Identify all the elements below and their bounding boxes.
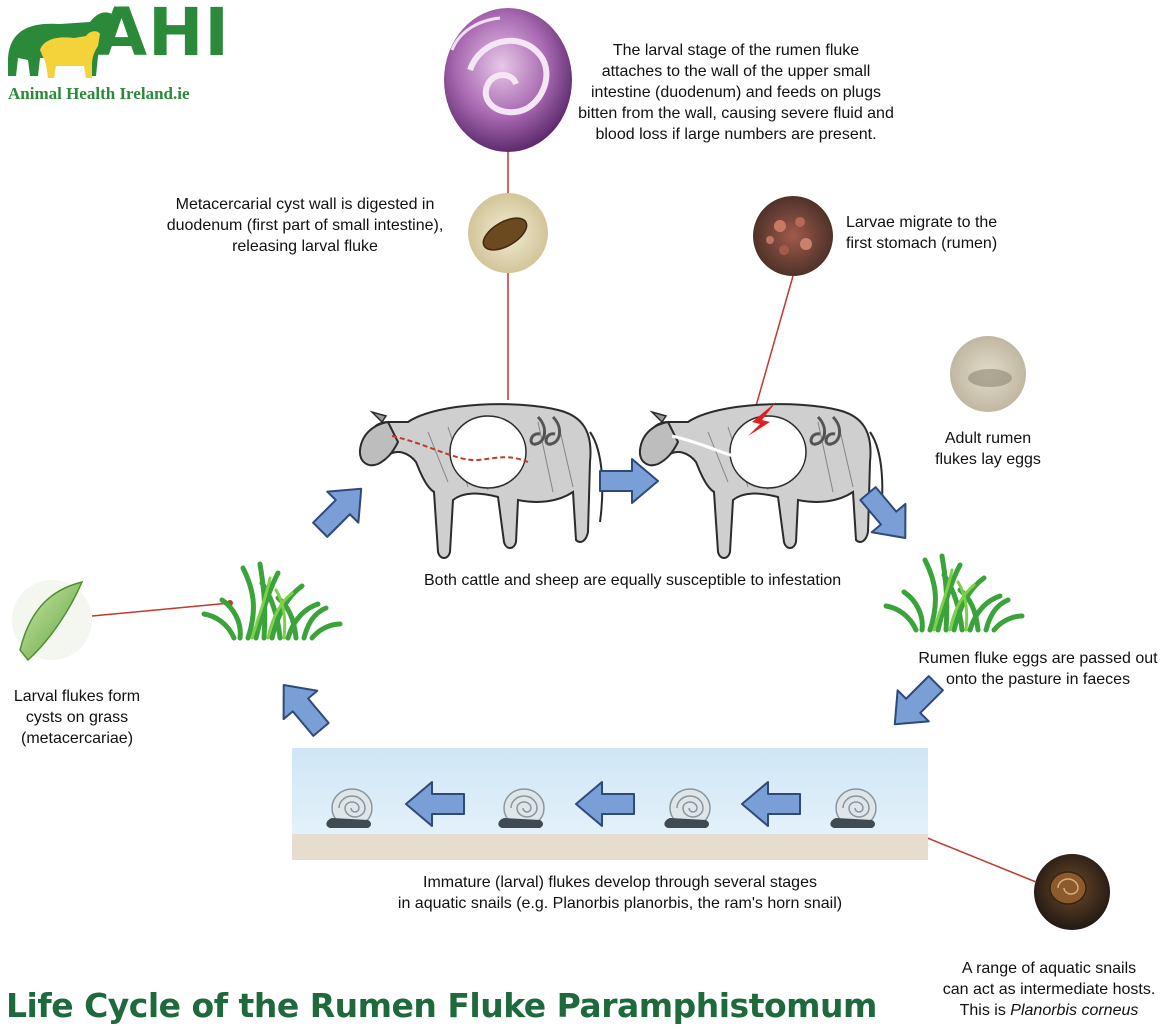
grass-blade-image (12, 580, 92, 660)
flow-arrow-icon (305, 473, 377, 545)
cow-icon (640, 402, 882, 558)
cyst-image (468, 193, 548, 273)
flow-arrow-icon (267, 671, 338, 744)
eggs-image (950, 336, 1026, 412)
caption-adult-eggs: Adult rumen flukes lay eggs (908, 428, 1068, 470)
snail-species-name: Planorbis corneus (1010, 1002, 1138, 1019)
histology-image (444, 8, 572, 152)
caption-cysts-grass: Larval flukes form cysts on grass (metac… (2, 686, 152, 749)
larvae-image (753, 196, 833, 276)
caption-immature: Immature (larval) flukes develop through… (360, 872, 880, 914)
cow-icon (360, 404, 602, 558)
grass-icon (204, 564, 340, 638)
caption-snail-hosts: A range of aquatic snails can act as int… (930, 958, 1168, 1021)
logo-subtitle: Animal Health Ireland.ie (8, 84, 190, 104)
page-title: Life Cycle of the Rumen Fluke Paramphist… (6, 986, 877, 1025)
logo-letters: AHI (96, 0, 230, 71)
caption-larvae-migrate: Larvae migrate to the first stomach (rum… (846, 212, 1046, 254)
grass-icon (886, 556, 1022, 630)
snail-photo-image (1034, 854, 1110, 930)
caption-susceptible: Both cattle and sheep are equally suscep… (424, 570, 884, 591)
caption-cyst-digested: Metacercarial cyst wall is digested in d… (140, 194, 470, 257)
caption-eggs-passed: Rumen fluke eggs are passed out onto the… (910, 648, 1166, 690)
caption-larval-attach: The larval stage of the rumen fluke atta… (566, 40, 906, 145)
